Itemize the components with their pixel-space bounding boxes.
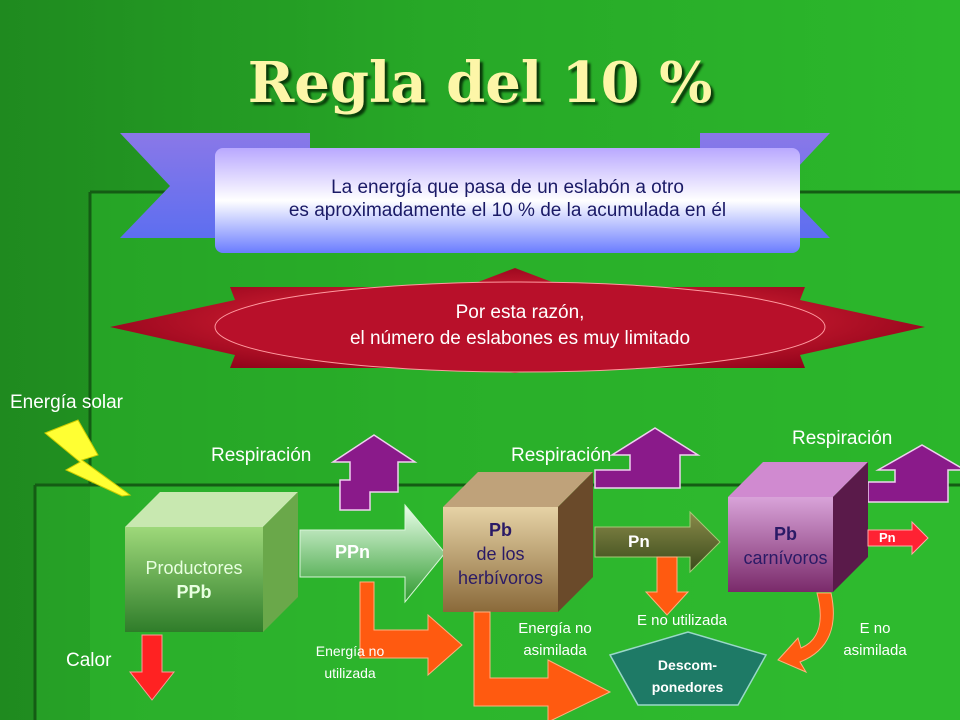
- e-no-asimilada-arrow: [777, 592, 834, 674]
- herbivoros-line-2: de los: [476, 544, 525, 564]
- pn-arrow-1: [594, 510, 721, 574]
- energia-no-utilizada-label: Energía no utilizada: [290, 640, 410, 684]
- ribbon-banner: [120, 133, 830, 253]
- energia-no-asimilada-arrow: [473, 611, 612, 720]
- energia-no-utilizada-line-2: utilizada: [324, 665, 376, 681]
- descomponedores-shape: [608, 631, 768, 706]
- carnivoros-line-2: carnívoros: [743, 548, 828, 568]
- energia-no-utilizada-arrow: [359, 581, 463, 677]
- ribbon-text: La energía que pasa de un eslabón a otro…: [215, 176, 800, 222]
- star-text: Por esta razón, el número de eslabones e…: [215, 300, 825, 352]
- energia-no-asimilada-label: Energía no asimilada: [495, 618, 615, 662]
- descomponedores-line-2: ponedores: [651, 679, 724, 695]
- star-burst: [110, 268, 925, 373]
- respiracion-label-1: Respiración: [211, 445, 312, 466]
- ribbon-line-1: La energía que pasa de un eslabón a otro: [331, 177, 684, 198]
- herbivoros-label: Pb de los herbívoros: [443, 518, 558, 590]
- energia-solar-label: Energía solar: [10, 392, 124, 413]
- star-line-1: Por esta razón,: [455, 302, 585, 323]
- herbivoros-line-3: herbívoros: [457, 568, 544, 588]
- e-no-asimilada-line-1: E no: [859, 620, 891, 637]
- descomponedores-line-1: Descom-: [657, 657, 718, 673]
- calor-label: Calor: [66, 650, 112, 671]
- e-no-utilizada-arrow: [644, 556, 690, 616]
- pn-arrow-2: [867, 520, 929, 556]
- star-line-2: el número de eslabones es muy limitado: [349, 328, 691, 349]
- energia-no-asimilada-line-2: asimilada: [523, 642, 587, 659]
- herbivoros-cube: [443, 472, 593, 612]
- pn-label-2: Pn: [879, 530, 896, 545]
- productores-line-1: Productores: [145, 558, 243, 578]
- energia-no-asimilada-line-1: Energía no: [518, 620, 592, 637]
- respiracion-arrow-3: [867, 444, 960, 503]
- productores-cube: [125, 492, 298, 632]
- pn-label-1: Pn: [628, 532, 650, 551]
- e-no-utilizada-label: E no utilizada: [636, 612, 728, 629]
- e-no-asimilada-line-2: asimilada: [843, 642, 907, 659]
- ppn-label: PPn: [334, 542, 370, 562]
- e-no-asimilada-label: E no asimilada: [820, 618, 930, 662]
- descomponedores-label: Descom- ponedores: [625, 654, 750, 698]
- productores-label: Productores PPb: [125, 556, 263, 604]
- calor-arrow: [128, 634, 176, 701]
- page-title: Regla del 10 %: [247, 50, 713, 116]
- respiracion-arrow-1: [330, 434, 418, 511]
- ribbon-line-2: es aproximadamente el 10 % de la acumula…: [288, 200, 727, 221]
- carnivoros-line-1: Pb: [773, 524, 797, 544]
- respiracion-arrow-2: [594, 427, 701, 489]
- energia-no-utilizada-line-1: Energía no: [315, 643, 385, 659]
- respiracion-label-2: Respiración: [511, 445, 612, 466]
- ppn-arrow: [299, 503, 446, 604]
- lightning-bolt-icon: [44, 419, 132, 497]
- carnivoros-label: Pb carnívoros: [728, 522, 843, 570]
- respiracion-label-3: Respiración: [792, 428, 893, 449]
- herbivoros-line-1: Pb: [488, 520, 512, 540]
- carnivoros-cube: [728, 462, 868, 592]
- productores-line-2: PPb: [176, 582, 212, 602]
